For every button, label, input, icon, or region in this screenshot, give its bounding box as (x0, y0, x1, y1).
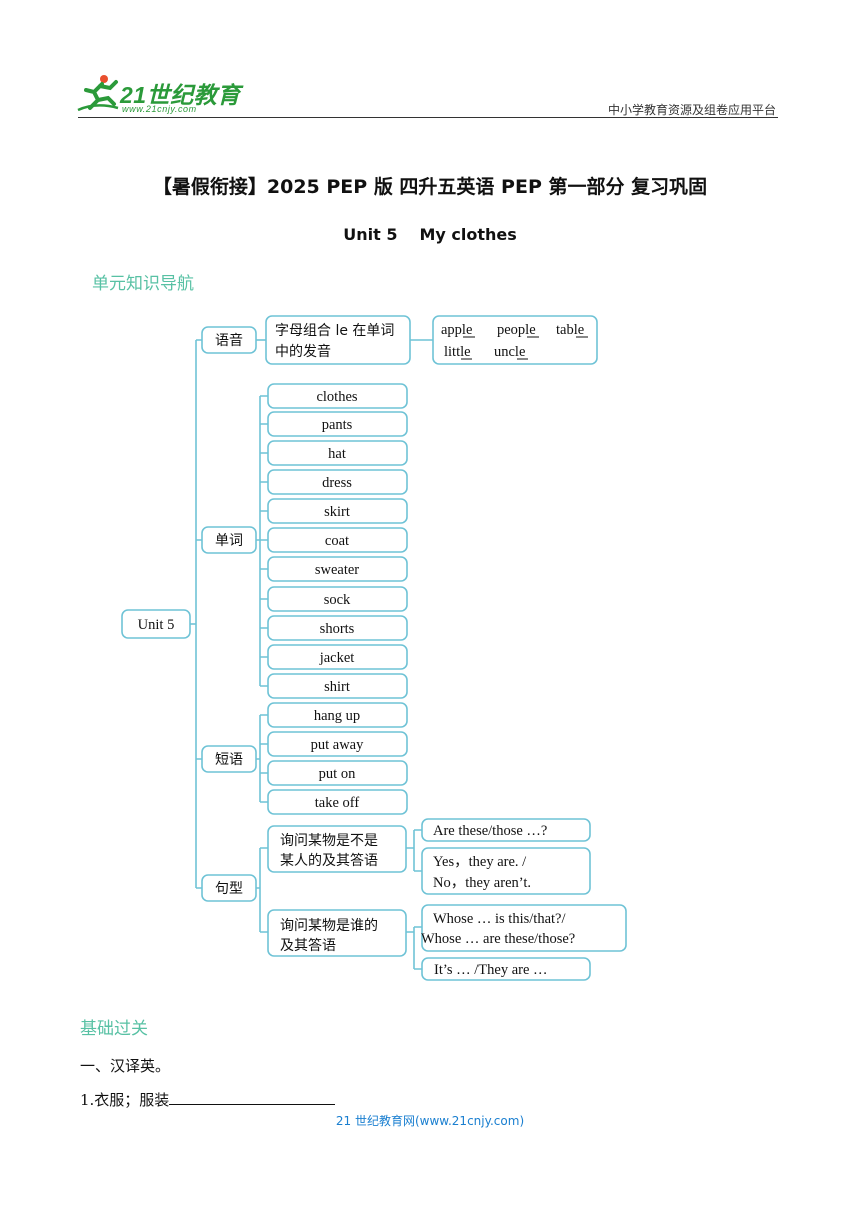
platform-name: 中小学教育资源及组卷应用平台 (607, 103, 776, 117)
le-underlines (461, 336, 588, 360)
word-sweater: sweater (315, 562, 359, 578)
word-shorts: shorts (320, 621, 355, 637)
word-box (267, 644, 408, 670)
phrase-box (267, 789, 408, 815)
sentence-q1-line2: 某人的及其答语 (280, 852, 378, 869)
phonics-words-box (432, 315, 598, 365)
sentence-q2-ask-box (421, 904, 627, 952)
runner-logo-icon (77, 75, 119, 112)
word-box (267, 469, 408, 495)
root-node-label: Unit 5 (138, 617, 175, 633)
sentence-q2-line2: 及其答语 (280, 937, 336, 954)
branch-sentences-box (201, 874, 257, 902)
phrase-put-on: put on (319, 766, 356, 782)
site-logo: 21世纪教育 www.21cnjy.com (76, 68, 246, 116)
phrase-box (267, 731, 408, 757)
logo-text: 21世纪教育 (120, 82, 241, 108)
exercise-item-1-prompt: 1.衣服；服装 (80, 1091, 170, 1109)
word-box (267, 411, 408, 437)
sentence-q1-answer-no: No，they aren’t. (433, 875, 531, 891)
word-coat: coat (325, 533, 349, 549)
sentence-q2-box (267, 909, 407, 957)
sentence-q1-answer-box (421, 847, 591, 895)
sentence-q1-ask: Are these/those …? (433, 823, 547, 839)
root-node-box (121, 609, 191, 639)
branch-phonics-box (201, 326, 257, 354)
branch-words-label: 单词 (215, 533, 243, 549)
phonics-desc-box (265, 315, 411, 365)
phrase-box (267, 760, 408, 786)
branch-phonics-label: 语音 (215, 332, 243, 349)
sentence-q1-line1: 询问某物是不是 (280, 833, 378, 849)
phrase-list: hang up put away put on take off (267, 702, 408, 815)
phonics-word-people: people (497, 322, 536, 338)
phonics-desc-line2: 中的发音 (275, 343, 331, 360)
word-skirt: skirt (324, 504, 350, 520)
answer-blank[interactable] (169, 1090, 336, 1105)
word-box (267, 556, 408, 582)
phrase-put-away: put away (311, 737, 364, 753)
word-box (267, 615, 408, 641)
mind-map-connectors (155, 339, 433, 970)
word-jacket: jacket (319, 650, 355, 666)
section-basics: 基础过关 (80, 1019, 148, 1039)
word-shirt: shirt (324, 679, 350, 695)
sentence-q1-ask-box (421, 818, 591, 842)
sentence-q2-ask-this: Whose … is this/that?/ (433, 911, 566, 927)
unit-topic: My clothes (419, 225, 517, 244)
exercise-heading: 一、汉译英。 (80, 1057, 171, 1075)
word-box (267, 498, 408, 524)
word-pants: pants (322, 417, 353, 433)
phrase-take-off: take off (315, 795, 360, 811)
phrase-hang-up: hang up (314, 708, 360, 724)
phonics-word-apple: apple (441, 322, 472, 338)
document-title: 【暑假衔接】2025 PEP 版 四升五英语 PEP 第一部分 复习巩固 (152, 176, 708, 198)
sentence-q1-answer-yes: Yes，they are. / (433, 854, 527, 870)
exercise-item-1: 1.衣服；服装 (80, 1089, 336, 1110)
phonics-word-table: table (556, 322, 584, 338)
branch-phrases-box (201, 745, 257, 773)
unit-number: Unit 5 (343, 225, 398, 244)
knowledge-mind-map: Unit 5 语音 单词 短语 句型 字母组合 le 在单词 中的发音 appl… (121, 315, 627, 981)
branch-sentences-label: 句型 (215, 881, 243, 897)
word-box (267, 440, 408, 466)
phonics-word-little: little (444, 344, 471, 360)
footer-source: 21 世纪教育网(www.21cnjy.com) (335, 1114, 525, 1128)
phonics-word-uncle: uncle (494, 344, 525, 360)
word-list: clothes pants hat dress skirt coat sweat… (267, 383, 408, 699)
word-box (267, 673, 408, 699)
branch-phrases-label: 短语 (215, 752, 243, 768)
sentence-q2-ask-these: Whose … are these/those? (421, 931, 575, 947)
unit-subtitle: Unit 5 My clothes (0, 225, 860, 244)
word-box (267, 527, 408, 553)
header-divider (78, 117, 778, 118)
logo-url: www.21cnjy.com (122, 104, 197, 114)
word-clothes: clothes (316, 389, 357, 405)
sentence-q2-line1: 询问某物是谁的 (280, 918, 378, 934)
word-dress: dress (322, 475, 352, 491)
branch-words-box (201, 526, 257, 554)
phonics-desc-line1: 字母组合 le 在单词 (275, 323, 394, 339)
phrase-box (267, 702, 408, 728)
word-hat: hat (328, 446, 346, 462)
sentence-q1-box (267, 825, 407, 873)
word-sock: sock (324, 592, 351, 608)
sentence-q2-answer: It’s … /They are … (434, 962, 548, 978)
section-knowledge-nav: 单元知识导航 (92, 274, 194, 294)
word-box (267, 383, 408, 409)
word-box (267, 586, 408, 612)
sentence-q2-answer-box (421, 957, 591, 981)
